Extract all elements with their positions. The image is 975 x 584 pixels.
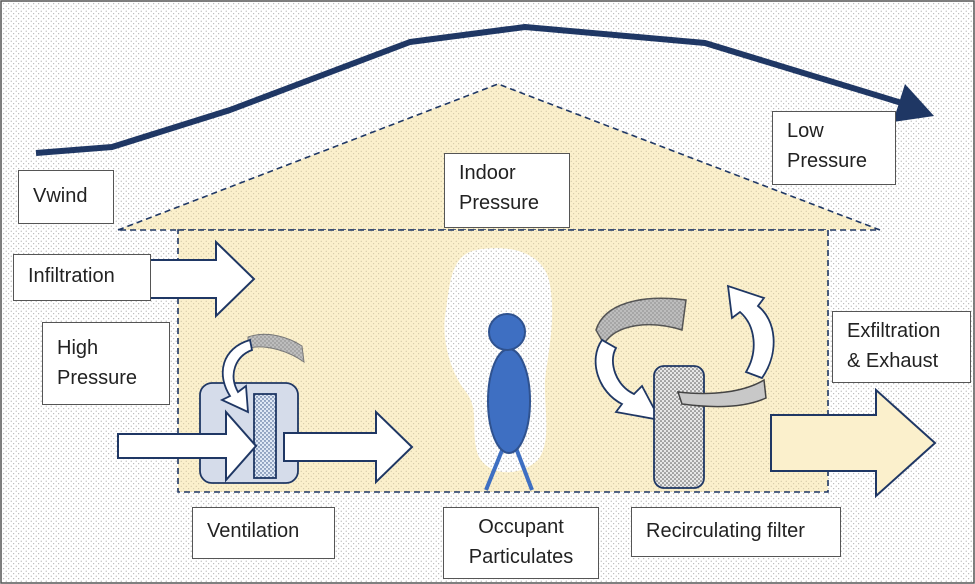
exfiltration-arrow bbox=[770, 387, 937, 499]
ventilation-unit bbox=[117, 333, 414, 485]
occupant-body bbox=[487, 348, 531, 454]
label-occupant-particulates: Occupant Particulates bbox=[443, 507, 599, 579]
wind-arrowhead bbox=[893, 84, 934, 122]
wind-flow-line bbox=[35, 24, 906, 156]
label-ventilation: Ventilation bbox=[192, 507, 335, 559]
recirculating-band-bottom bbox=[676, 378, 767, 408]
occupant-leg-left bbox=[484, 447, 505, 491]
label-recirculating-filter: Recirculating filter bbox=[631, 507, 841, 557]
ventilation-return-arrow bbox=[219, 338, 254, 414]
recirculating-band-top bbox=[595, 297, 687, 346]
occupant-leg-right bbox=[514, 447, 534, 491]
recirculating-filter bbox=[653, 365, 705, 489]
ventilation-outlet-arrow bbox=[283, 409, 414, 485]
label-low-pressure: Low Pressure bbox=[772, 111, 896, 185]
occupant-figure bbox=[484, 313, 534, 491]
label-infiltration: Infiltration bbox=[13, 254, 151, 301]
label-exfiltration: Exfiltration & Exhaust bbox=[832, 311, 971, 383]
label-vwind: Vwind bbox=[18, 170, 114, 224]
ventilation-filter bbox=[253, 393, 277, 479]
infiltration-arrow bbox=[149, 239, 256, 319]
recirculating-arrow-right bbox=[726, 284, 775, 380]
ventilation-inlet-arrow bbox=[117, 409, 258, 483]
label-high-pressure: High Pressure bbox=[42, 322, 170, 405]
label-indoor-pressure: Indoor Pressure bbox=[444, 153, 570, 228]
occupant-head bbox=[488, 313, 526, 351]
recirculating-unit bbox=[594, 284, 775, 489]
ventilation-return-arrow-band bbox=[247, 333, 305, 364]
recirculating-arrow-left bbox=[594, 338, 662, 422]
